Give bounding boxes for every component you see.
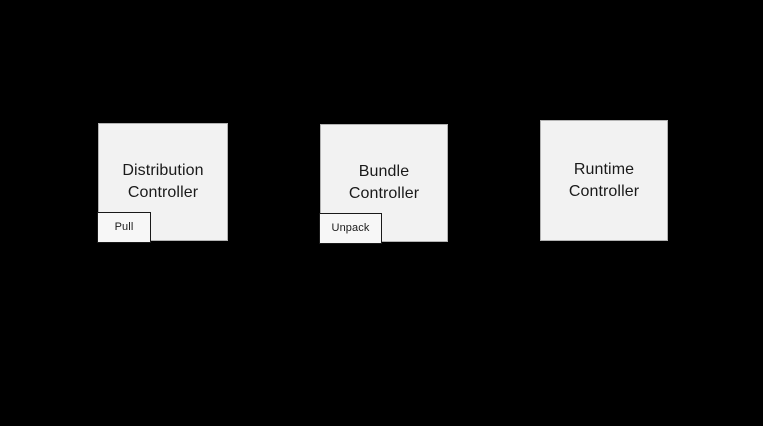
node-distribution-controller-label: Distribution Controller (122, 162, 204, 201)
operation-pull-label: Pull (114, 221, 134, 233)
operation-unpack[interactable]: Unpack (319, 213, 382, 244)
node-bundle-controller-label: Bundle Controller (348, 163, 420, 202)
node-runtime-controller-label: Runtime Controller (568, 160, 640, 200)
operation-unpack-label: Unpack (331, 222, 370, 234)
node-runtime-controller[interactable]: Runtime Controller (540, 120, 668, 241)
operation-pull[interactable]: Pull (97, 212, 151, 243)
